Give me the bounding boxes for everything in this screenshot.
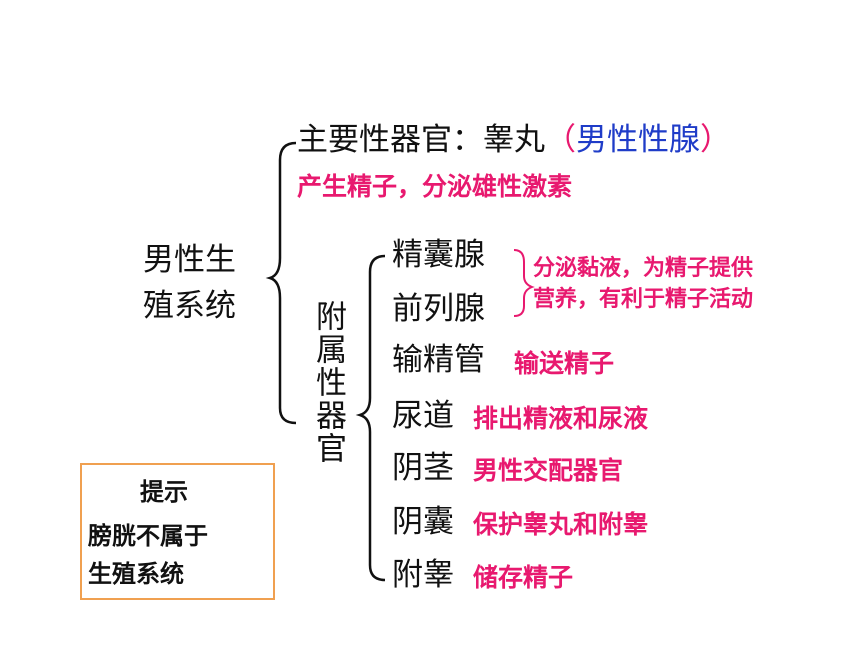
root-label-line2: 殖系统 <box>143 288 236 324</box>
main-organ-text: 主要性器官：睾丸 <box>297 122 545 158</box>
gonad-note: 男性性腺 <box>576 122 700 158</box>
function-vas-deferens: 输送精子 <box>514 349 615 378</box>
main-organ-label: 主要性器官：睾丸（男性性腺） <box>297 122 731 158</box>
gland-function-line2: 营养，有利于精子活动 <box>533 287 754 312</box>
function-urethra: 排出精液和尿液 <box>473 404 649 433</box>
accessory-item-vas-deferens: 输精管 <box>392 342 485 378</box>
gonad-paren-open: （ <box>545 122 576 158</box>
accessory-label: 附属性器官 <box>310 300 346 465</box>
gland-function-line1: 分泌黏液，为精子提供 <box>533 256 754 281</box>
function-scrotum: 保护睾丸和附睾 <box>473 510 649 539</box>
main-organ-function: 产生精子，分泌雄性激素 <box>297 172 573 201</box>
accessory-item-epididymis: 附睾 <box>392 557 454 593</box>
hint-line2: 生殖系统 <box>88 560 184 588</box>
function-penis: 男性交配器官 <box>473 456 624 485</box>
accessory-item-urethra: 尿道 <box>392 398 454 434</box>
accessory-brace <box>355 254 386 582</box>
hint-title: 提示 <box>140 478 188 506</box>
accessory-item-seminal-vesicle: 精囊腺 <box>392 237 485 273</box>
hint-line1: 膀胱不属于 <box>88 522 208 550</box>
accessory-item-prostate: 前列腺 <box>392 291 485 327</box>
gland-brace <box>513 249 535 317</box>
hint-box: 提示 膀胱不属于 生殖系统 <box>80 463 275 600</box>
root-label: 男性生 殖系统 <box>143 237 236 329</box>
main-brace <box>265 141 297 425</box>
function-epididymis: 储存精子 <box>473 563 574 592</box>
accessory-item-scrotum: 阴囊 <box>392 504 454 540</box>
gonad-paren-close: ） <box>700 122 731 158</box>
accessory-item-penis: 阴茎 <box>392 450 454 486</box>
root-label-line1: 男性生 <box>143 242 236 278</box>
gland-function: 分泌黏液，为精子提供 营养，有利于精子活动 <box>533 253 753 315</box>
